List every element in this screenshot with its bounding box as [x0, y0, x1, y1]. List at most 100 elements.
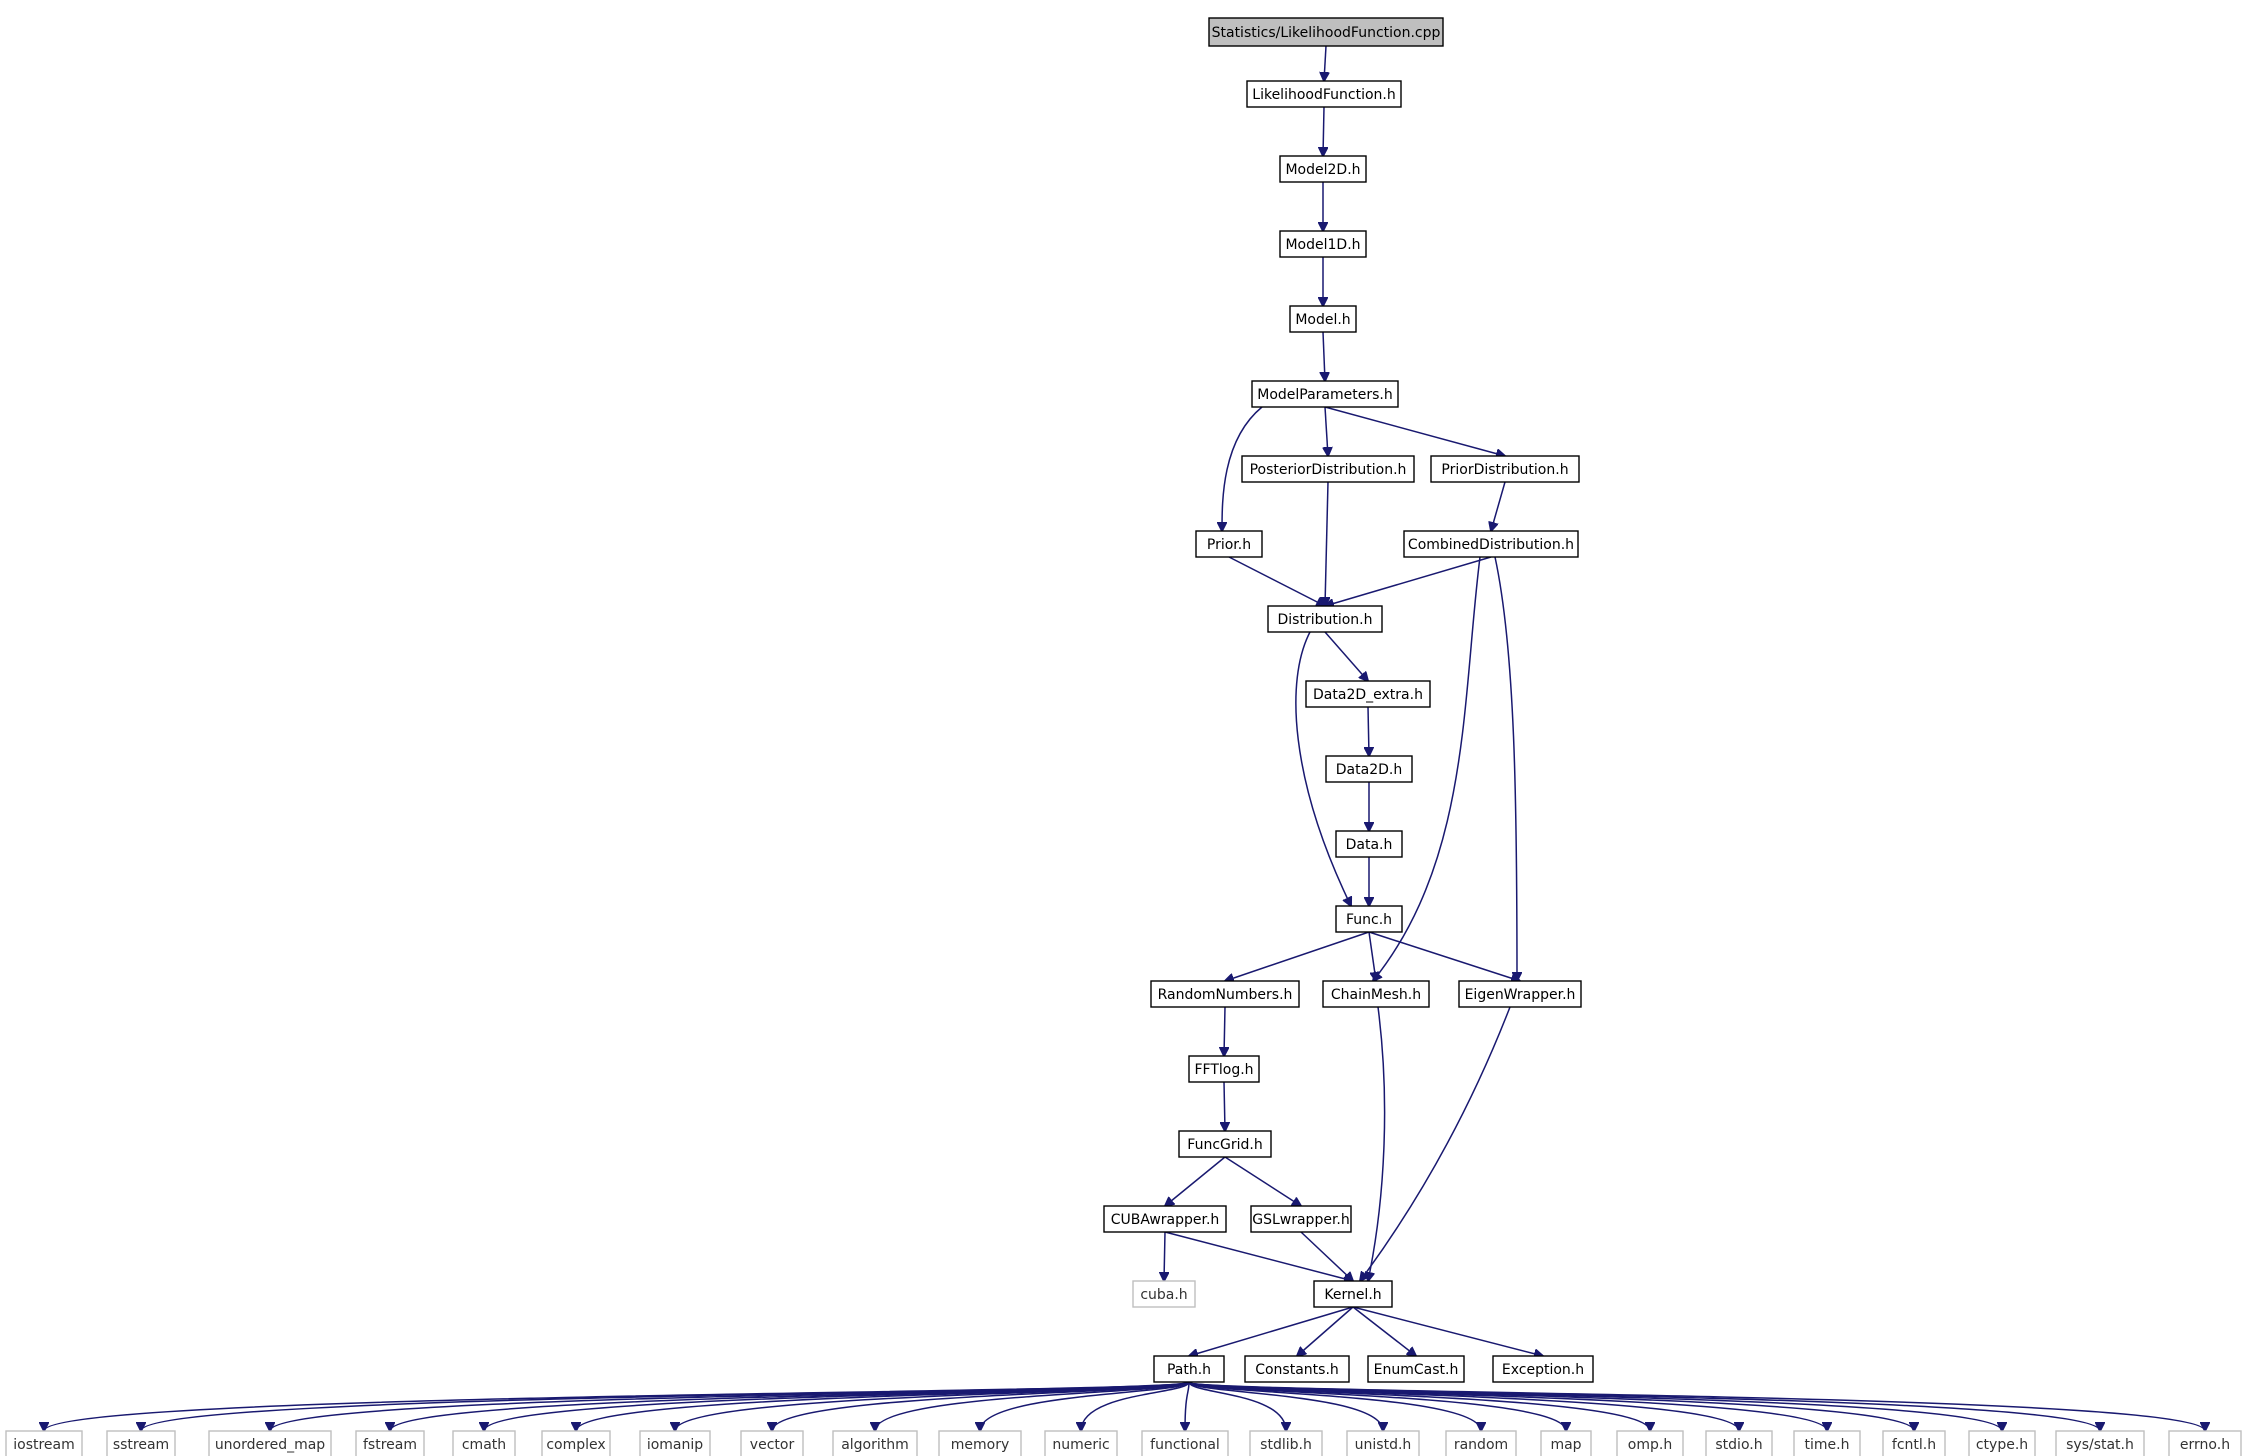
edge-path-to-omp — [1188, 1381, 1650, 1431]
node-prior[interactable]: Prior.h — [1195, 530, 1263, 558]
node-label: algorithm — [841, 1437, 909, 1453]
node-funcgrid[interactable]: FuncGrid.h — [1178, 1130, 1272, 1158]
node-enumcast[interactable]: EnumCast.h — [1367, 1355, 1465, 1383]
node-box — [1335, 905, 1403, 933]
edge-chainmesh-to-kernel — [1368, 1006, 1386, 1281]
edge-model-to-modelparams — [1323, 331, 1325, 381]
node-label: stdlib.h — [1260, 1437, 1312, 1453]
node-model2d[interactable]: Model2D.h — [1279, 155, 1367, 183]
edge-data2dextra-to-data2d — [1368, 706, 1369, 756]
node-exception[interactable]: Exception.h — [1492, 1355, 1594, 1383]
node-label: Kernel.h — [1324, 1287, 1381, 1303]
edge-func-to-random — [1225, 931, 1370, 981]
node-label: Prior.h — [1207, 537, 1251, 553]
node-cuba[interactable]: CUBAwrapper.h — [1103, 1205, 1227, 1233]
node-box — [2168, 1430, 2242, 1456]
edge-funcgrid-to-cuba — [1165, 1156, 1226, 1206]
edge-priordist-to-combined — [1491, 481, 1506, 531]
node-algorithm: algorithm — [832, 1430, 918, 1456]
node-combined[interactable]: CombinedDistribution.h — [1403, 530, 1579, 558]
node-model1d[interactable]: Model1D.h — [1279, 230, 1367, 258]
node-label: EigenWrapper.h — [1465, 987, 1576, 1003]
node-fftlog[interactable]: FFTlog.h — [1188, 1055, 1260, 1083]
node-box — [355, 1430, 425, 1456]
edge-path-to-numeric — [1081, 1381, 1190, 1431]
node-label: functional — [1150, 1437, 1220, 1453]
node-box — [2055, 1430, 2145, 1456]
node-box — [1335, 830, 1403, 858]
nodes-layer: Statistics/LikelihoodFunction.cppLikelih… — [5, 17, 2242, 1456]
node-box — [541, 1430, 611, 1456]
node-box — [106, 1430, 176, 1456]
node-functional: functional — [1141, 1430, 1229, 1456]
node-box — [1492, 1355, 1594, 1383]
node-chainmesh[interactable]: ChainMesh.h — [1322, 980, 1430, 1008]
node-box — [1103, 1205, 1227, 1233]
node-box — [639, 1430, 711, 1456]
node-eigen[interactable]: EigenWrapper.h — [1458, 980, 1582, 1008]
edge-likelihood-to-model2d — [1323, 106, 1324, 156]
node-label: Data.h — [1346, 837, 1393, 853]
edge-root-to-likelihood — [1324, 45, 1326, 81]
edge-distribution-to-data2dextra — [1324, 631, 1368, 681]
node-label: CombinedDistribution.h — [1408, 537, 1574, 553]
node-label: Model1D.h — [1285, 237, 1360, 253]
node-modelparams[interactable]: ModelParameters.h — [1251, 380, 1399, 408]
node-gsl[interactable]: GSLwrapper.h — [1250, 1205, 1352, 1233]
node-box — [1267, 605, 1383, 633]
edge-funcgrid-to-gsl — [1224, 1156, 1301, 1206]
node-data2dextra[interactable]: Data2D_extra.h — [1305, 680, 1431, 708]
node-box — [1445, 1430, 1517, 1456]
node-label: Model2D.h — [1285, 162, 1360, 178]
node-box — [208, 1430, 332, 1456]
node-box — [1793, 1430, 1861, 1456]
node-constants[interactable]: Constants.h — [1244, 1355, 1350, 1383]
node-priordist[interactable]: PriorDistribution.h — [1430, 455, 1580, 483]
edge-kernel-to-path — [1189, 1306, 1354, 1356]
node-label: Constants.h — [1255, 1362, 1339, 1378]
node-func[interactable]: Func.h — [1335, 905, 1403, 933]
node-distribution[interactable]: Distribution.h — [1267, 605, 1383, 633]
node-likelihood[interactable]: LikelihoodFunction.h — [1246, 80, 1402, 108]
node-random[interactable]: RandomNumbers.h — [1150, 980, 1300, 1008]
node-label: FuncGrid.h — [1187, 1137, 1262, 1153]
node-label: Exception.h — [1502, 1362, 1584, 1378]
node-label: RandomNumbers.h — [1158, 987, 1293, 1003]
edge-path-to-memory — [980, 1381, 1190, 1431]
node-model[interactable]: Model.h — [1289, 305, 1357, 333]
node-box — [1458, 980, 1582, 1008]
node-numeric: numeric — [1044, 1430, 1118, 1456]
edge-combined-to-distribution — [1325, 556, 1492, 606]
edge-kernel-to-exception — [1352, 1306, 1543, 1356]
node-fcntl: fcntl.h — [1882, 1430, 1946, 1456]
node-label: Data2D_extra.h — [1313, 687, 1423, 703]
node-ctype: ctype.h — [1968, 1430, 2036, 1456]
edge-modelparams-to-posterior — [1325, 406, 1328, 456]
node-data[interactable]: Data.h — [1335, 830, 1403, 858]
node-box — [1246, 80, 1402, 108]
node-kernel[interactable]: Kernel.h — [1313, 1280, 1393, 1308]
node-label: fcntl.h — [1892, 1437, 1936, 1453]
node-randomh: random — [1445, 1430, 1517, 1456]
node-map: map — [1540, 1430, 1592, 1456]
node-data2d[interactable]: Data2D.h — [1325, 755, 1413, 783]
node-label: LikelihoodFunction.h — [1252, 87, 1395, 103]
node-root[interactable]: Statistics/LikelihoodFunction.cpp — [1208, 17, 1444, 47]
node-label: memory — [951, 1437, 1010, 1453]
edges-layer — [44, 45, 2205, 1431]
node-posterior[interactable]: PosteriorDistribution.h — [1241, 455, 1415, 483]
node-sstream: sstream — [106, 1430, 176, 1456]
node-box — [1132, 1280, 1196, 1308]
node-label: FFTlog.h — [1194, 1062, 1253, 1078]
node-box — [1251, 380, 1399, 408]
node-time: time.h — [1793, 1430, 1861, 1456]
node-box — [1367, 1355, 1465, 1383]
node-box — [1279, 230, 1367, 258]
edge-path-to-stdlib — [1188, 1381, 1286, 1431]
node-label: ctype.h — [1976, 1437, 2028, 1453]
node-label: iostream — [13, 1437, 75, 1453]
node-path[interactable]: Path.h — [1153, 1355, 1225, 1383]
node-stdio: stdio.h — [1705, 1430, 1773, 1456]
node-box — [1141, 1430, 1229, 1456]
